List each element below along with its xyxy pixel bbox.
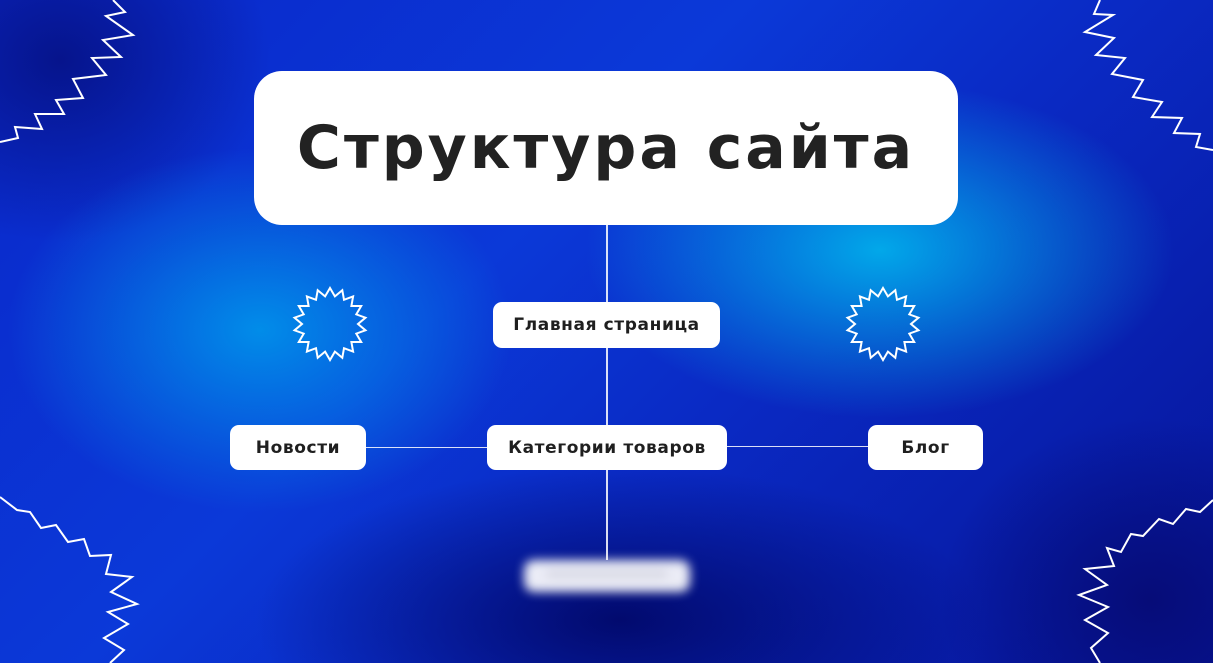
zigzag-top-right	[1082, 0, 1213, 151]
node-news: Новости	[230, 425, 366, 470]
zigzag-bottom-left	[0, 496, 140, 663]
starburst-left-icon	[292, 286, 368, 362]
node-blog-label: Блог	[901, 437, 950, 458]
connector-home-to-categories	[606, 348, 608, 425]
diagram-title: Структура сайта	[296, 113, 916, 183]
node-home-label: Главная страница	[513, 315, 700, 335]
connector-categories-to-blog	[727, 446, 868, 447]
starburst-right-icon	[845, 286, 921, 362]
title-box: Структура сайта	[254, 71, 958, 225]
zigzag-bottom-right	[1076, 499, 1213, 663]
blurred-text-placeholder	[547, 572, 667, 576]
zigzag-top-left	[0, 0, 136, 143]
node-categories: Категории товаров	[487, 425, 727, 470]
connector-title-to-home	[606, 225, 608, 303]
node-categories-label: Категории товаров	[508, 437, 706, 458]
node-news-label: Новости	[255, 437, 341, 458]
connector-categories-to-next	[606, 470, 608, 560]
connector-news-to-categories	[366, 447, 487, 448]
node-home: Главная страница	[493, 302, 720, 348]
node-blurred	[524, 560, 690, 592]
node-blog: Блог	[868, 425, 983, 470]
